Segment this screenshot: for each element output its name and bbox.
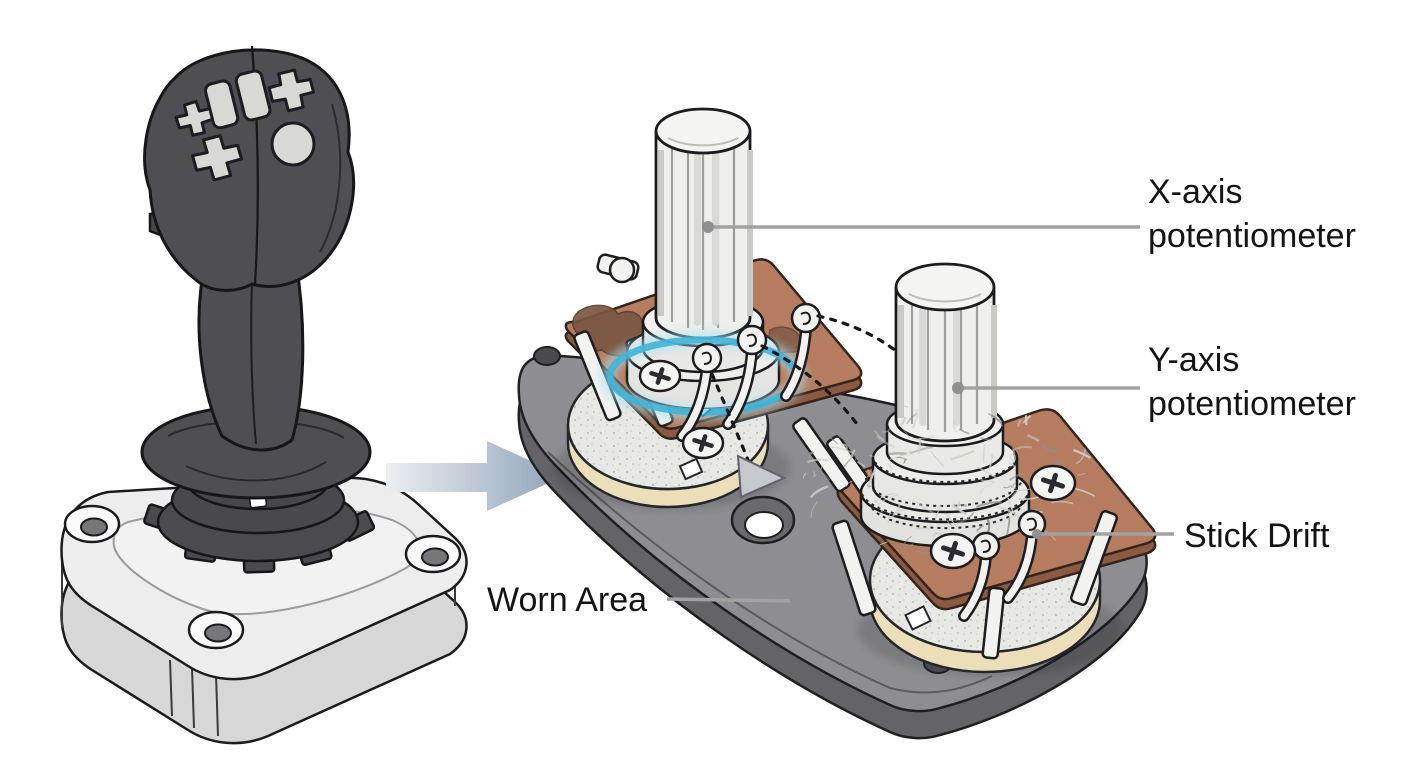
x-pot-screws (638, 359, 725, 481)
potentiometer-assembly (517, 107, 1174, 740)
x-potentiometer (564, 107, 863, 509)
y-pot-label-line2: potentiometer (1148, 385, 1356, 423)
base-screw-hole (404, 534, 462, 574)
dpad-button (267, 68, 316, 113)
plate-corner-hole (533, 346, 561, 366)
transform-arrow-icon (386, 441, 564, 511)
y-pot-screws (904, 464, 1077, 631)
round-button (270, 121, 316, 167)
joystick-boot (140, 404, 376, 574)
y-pot-leader-dot (952, 382, 964, 394)
y-pot-label-line1: Y-axis (1148, 341, 1240, 379)
joystick-illustration (60, 45, 468, 745)
x-pot-label-line2: potentiometer (1148, 217, 1356, 255)
y-potentiometer (792, 262, 1157, 674)
joystick-handle (143, 45, 355, 452)
x-pot-leader-dot (702, 221, 714, 233)
stick-drift-label: Stick Drift (1184, 517, 1330, 555)
leader-lines (666, 221, 1174, 603)
pill-button (204, 79, 240, 130)
joystick-buttons (174, 68, 316, 182)
worn-area-label: Worn Area (487, 581, 648, 619)
pill-button (234, 69, 272, 122)
worn-area-leader-line (666, 597, 791, 603)
plate-center-hole (730, 495, 796, 545)
cross-button (191, 134, 243, 182)
base-screw-hole (63, 504, 121, 544)
small-plus-button (174, 99, 215, 137)
x-pot-label: X-axis potentiometer (1148, 170, 1356, 258)
y-pot-label: Y-axis potentiometer (1148, 338, 1356, 426)
base-screw-hole (187, 610, 245, 650)
signal-arrow-icon (736, 454, 787, 499)
y-pot-shaft (859, 262, 1031, 548)
x-pot-pins (676, 302, 822, 442)
stick-drift-leader-dot (1032, 529, 1042, 539)
x-pot-label-line1: X-axis (1148, 173, 1243, 211)
stick-drift-scratches (802, 404, 1095, 556)
